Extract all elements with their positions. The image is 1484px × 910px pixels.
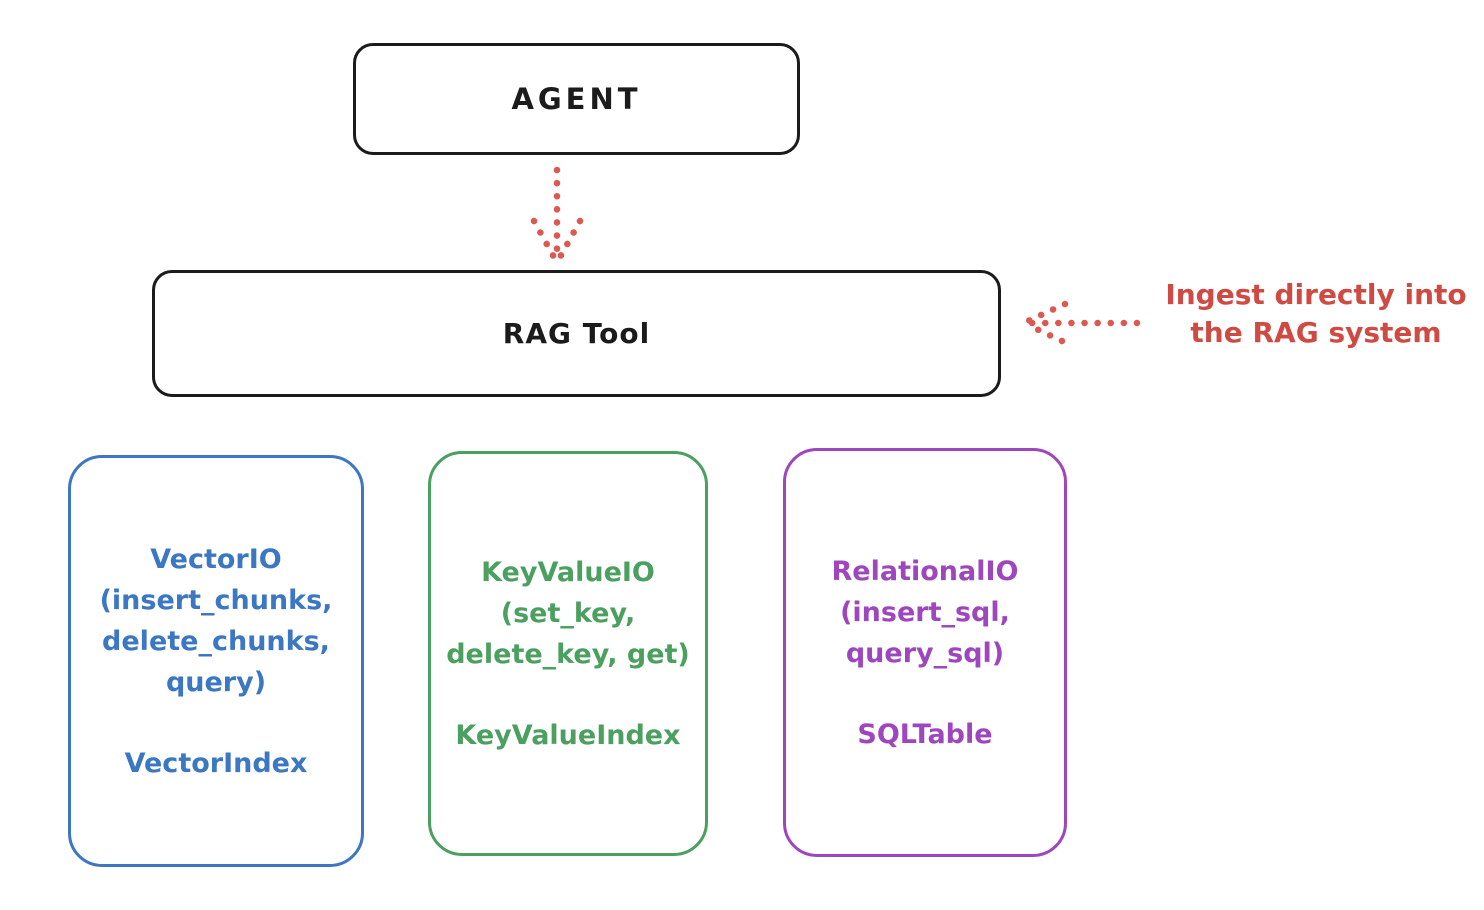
- vector-io-node: VectorIO (insert_chunks, delete_chunks, …: [68, 455, 364, 867]
- relational-io-node: RelationalIO (insert_sql, query_sql) SQL…: [783, 448, 1067, 857]
- backend-line: KeyValueIO: [481, 556, 655, 588]
- backend-line: (insert_chunks,: [99, 584, 333, 616]
- backend-line: (set_key,: [500, 597, 636, 629]
- backend-line: RelationalIO: [831, 555, 1019, 587]
- key-value-io-node: KeyValueIO (set_key, delete_key, get) Ke…: [428, 451, 708, 856]
- annotation-line-2: the RAG system: [1190, 316, 1442, 349]
- backend-line: delete_chunks,: [102, 625, 330, 657]
- relational-io-lines: RelationalIO (insert_sql, query_sql) SQL…: [832, 551, 1019, 755]
- rag-tool-label: RAG Tool: [502, 317, 651, 350]
- annotation-line-1: Ingest directly into: [1165, 278, 1467, 311]
- sql-table-label: SQLTable: [857, 718, 993, 750]
- backend-line: (insert_sql,: [840, 596, 1010, 628]
- agent-label: AGENT: [511, 82, 642, 116]
- key-value-index-label: KeyValueIndex: [455, 719, 681, 751]
- backend-line: query_sql): [845, 637, 1005, 669]
- vector-io-lines: VectorIO (insert_chunks, delete_chunks, …: [100, 539, 333, 784]
- rag-tool-node: RAG Tool: [152, 270, 1001, 397]
- agent-node: AGENT: [353, 43, 800, 155]
- agent-to-rag-arrow: [530, 166, 584, 263]
- key-value-io-lines: KeyValueIO (set_key, delete_key, get) Ke…: [446, 552, 690, 756]
- backend-line: VectorIO: [150, 543, 282, 575]
- ingest-annotation: Ingest directly into the RAG system: [1148, 276, 1484, 352]
- ingest-annotation-arrow: [1024, 300, 1141, 345]
- backend-line: query): [165, 666, 267, 698]
- backend-line: delete_key, get): [446, 638, 690, 670]
- vector-index-label: VectorIndex: [124, 747, 308, 779]
